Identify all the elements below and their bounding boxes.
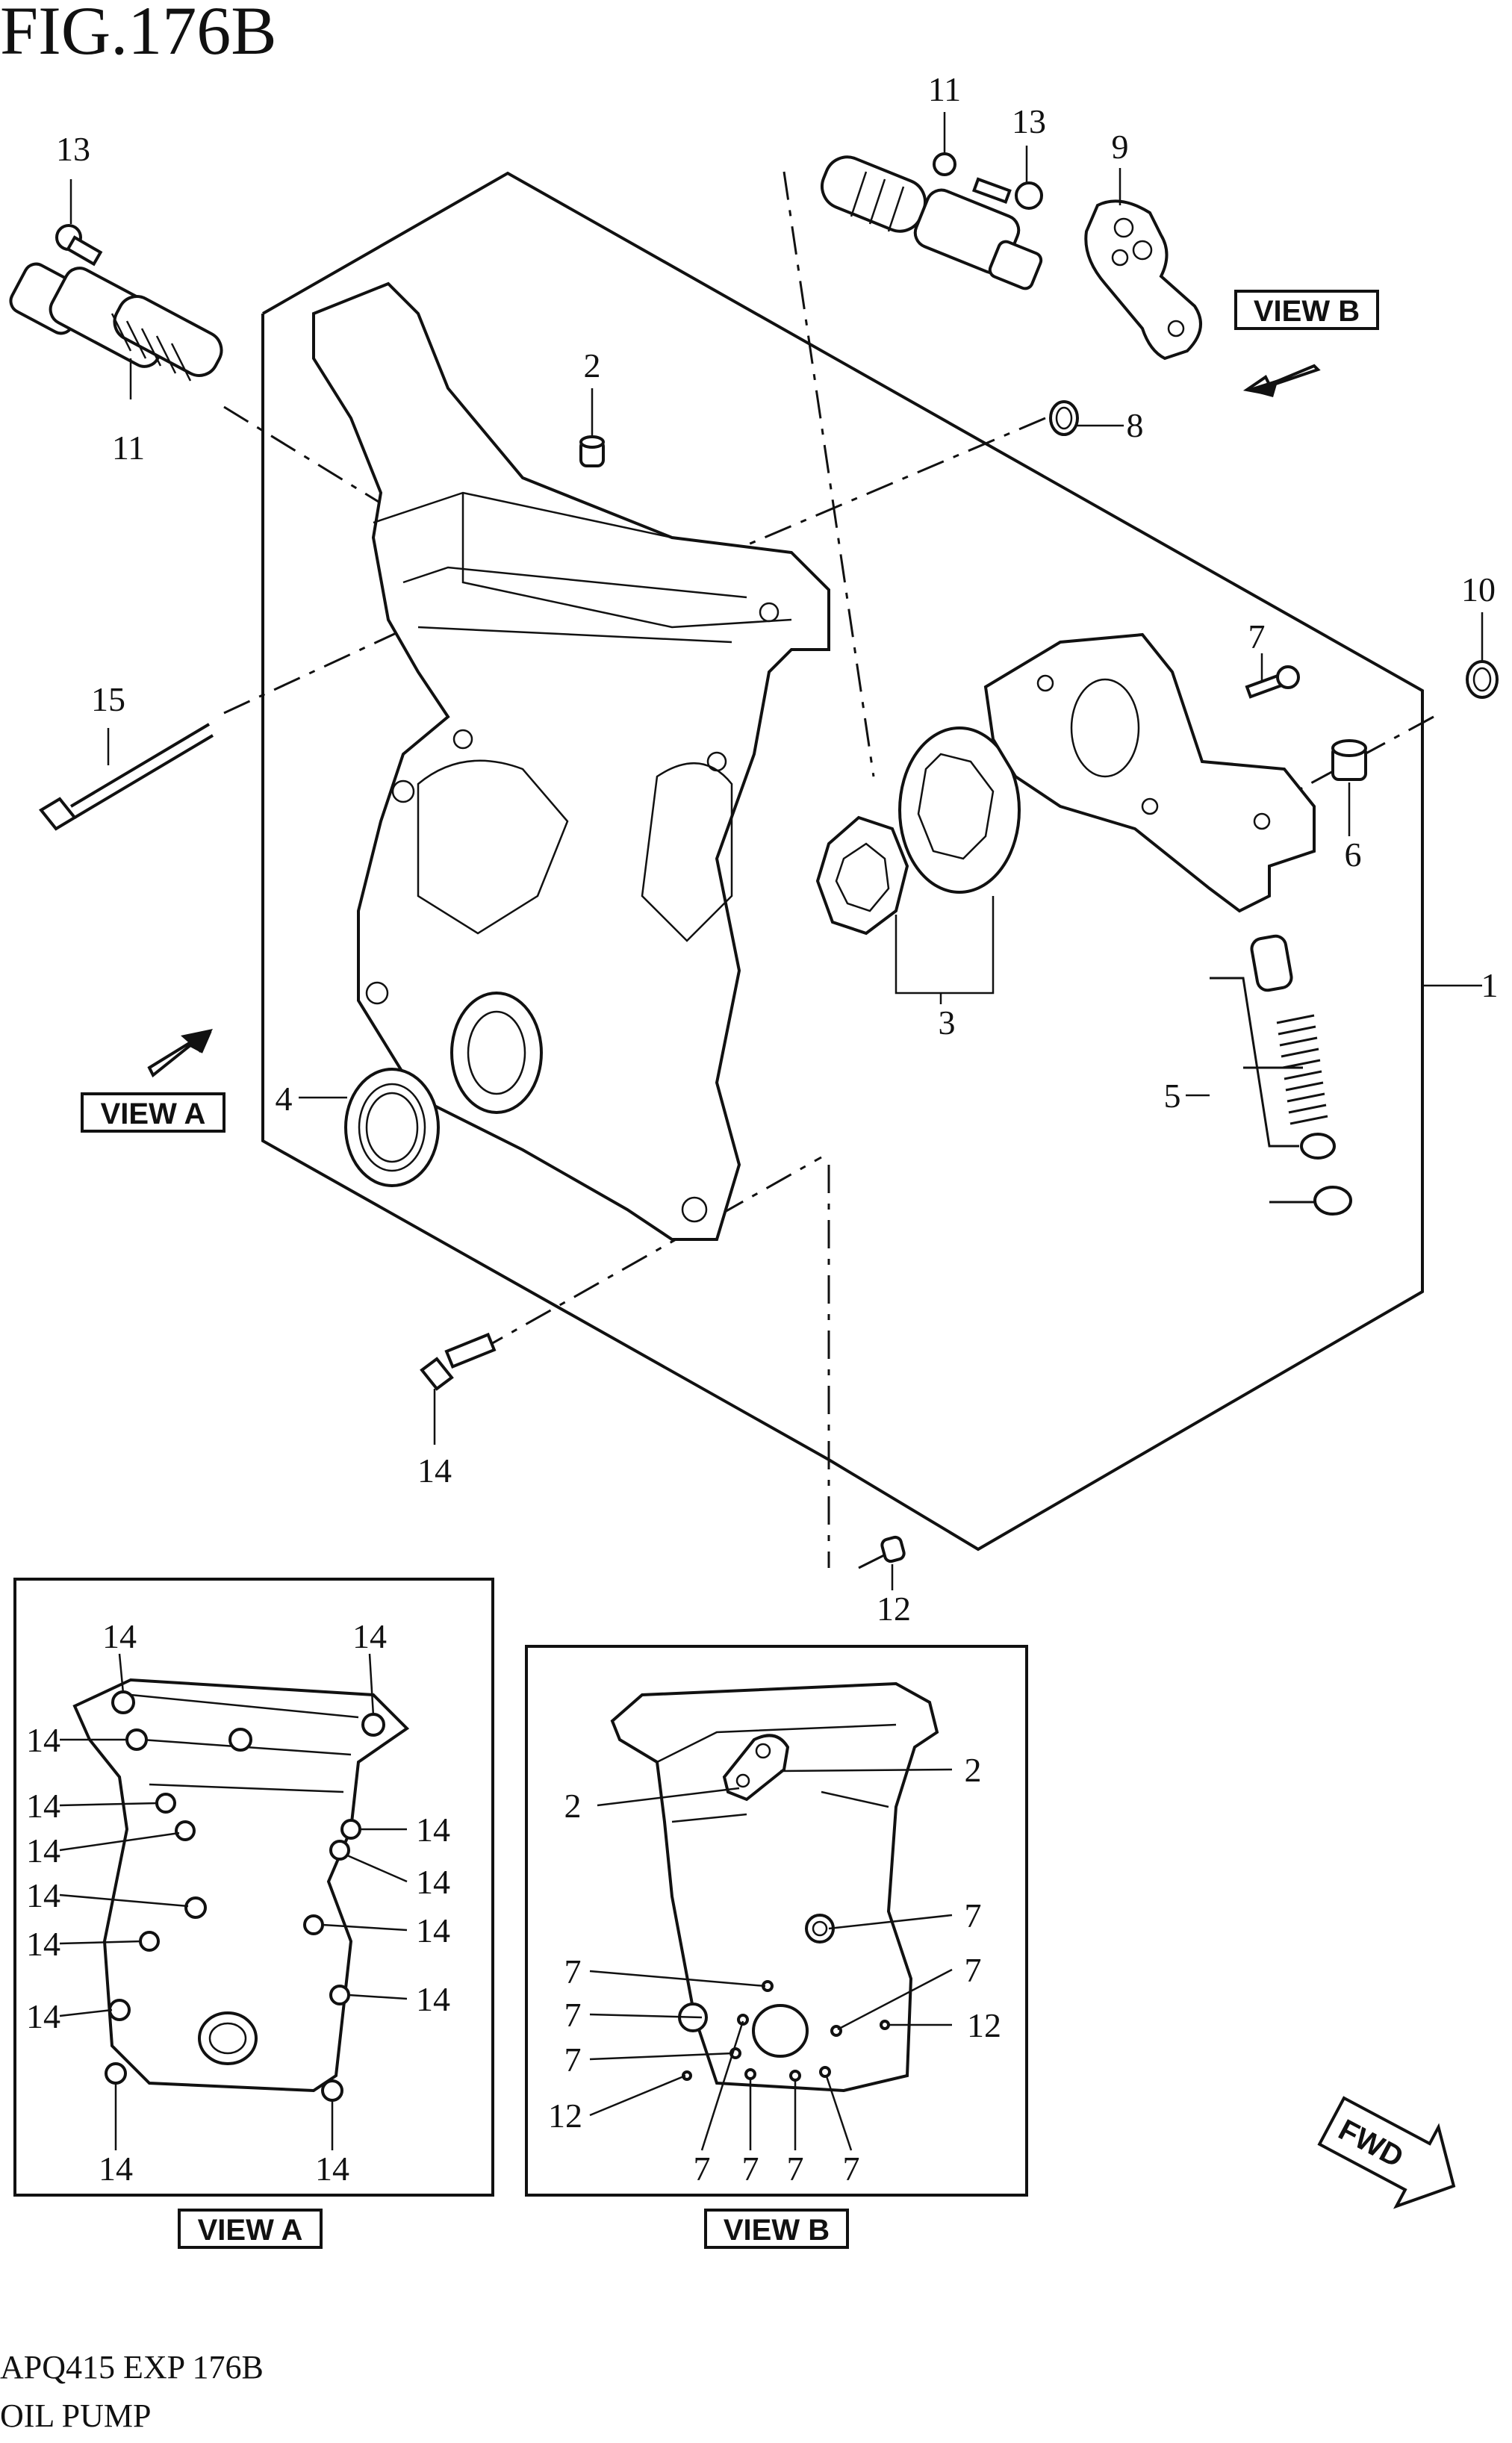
dowel-pin-2 bbox=[579, 435, 605, 467]
view-b-inset-badge: VIEW B bbox=[724, 2214, 830, 2247]
view-a-callout-8: 14 bbox=[26, 1997, 60, 2035]
bushing-6 bbox=[1331, 739, 1367, 781]
oil-seal-4 bbox=[344, 1068, 440, 1187]
view-a-callout-13: 14 bbox=[416, 1980, 450, 2018]
leader-lines bbox=[69, 112, 1484, 1590]
bolt-13-right bbox=[971, 177, 1043, 210]
timing-chain-cover bbox=[312, 281, 830, 1241]
view-a-callout-11: 14 bbox=[416, 1863, 450, 1901]
callout-10: 10 bbox=[1461, 570, 1496, 609]
bolt-15 bbox=[39, 723, 214, 831]
callout-13-right: 13 bbox=[1012, 102, 1046, 140]
callout-8: 8 bbox=[1127, 406, 1144, 444]
view-b-callout-8: 12 bbox=[967, 2006, 1001, 2044]
assembly-frame bbox=[261, 171, 1424, 1552]
view-a-callout-1: 14 bbox=[102, 1617, 137, 1655]
view-a-callout-12: 14 bbox=[416, 1911, 450, 1949]
view-a-inset-badge: VIEW A bbox=[198, 2214, 303, 2247]
footer-code: APQ415 EXP 176B bbox=[0, 2349, 264, 2386]
callout-1: 1 bbox=[1481, 966, 1499, 1004]
relief-valve-5 bbox=[1250, 934, 1352, 1216]
view-a-callout-2: 14 bbox=[352, 1617, 387, 1655]
view-a-callout-9: 14 bbox=[99, 2150, 133, 2188]
view-a-callout-5: 14 bbox=[26, 1832, 60, 1870]
callout-9: 9 bbox=[1112, 128, 1129, 166]
view-b-badge-text: VIEW B bbox=[1254, 295, 1360, 328]
view-a-badge-main: VIEW A bbox=[81, 1029, 225, 1133]
callout-11-left: 11 bbox=[112, 429, 145, 467]
callout-4: 4 bbox=[276, 1080, 293, 1118]
part5-bracket bbox=[1210, 977, 1299, 1148]
callout-14: 14 bbox=[417, 1451, 452, 1490]
view-a-inset: 14 14 14 14 14 14 14 14 14 14 14 14 14 1… bbox=[13, 1578, 494, 2249]
gasket-9 bbox=[1084, 199, 1202, 361]
view-b-callout-10: 7 bbox=[694, 2150, 711, 2188]
view-b-callout-6: 7 bbox=[564, 2041, 582, 2079]
callout-12: 12 bbox=[877, 1590, 911, 1628]
oil-pump-body-1 bbox=[983, 632, 1316, 913]
callout-13-left: 13 bbox=[56, 130, 90, 168]
view-a-callout-4: 14 bbox=[26, 1787, 60, 1825]
oil-control-valve-right bbox=[821, 152, 1043, 290]
view-a-badge-text: VIEW A bbox=[101, 1098, 206, 1130]
o-ring-10 bbox=[1466, 660, 1499, 699]
view-b-inset: 2 2 7 7 7 7 7 12 12 7 7 7 7 VIEW B bbox=[525, 1645, 1028, 2249]
view-b-callout-12: 7 bbox=[787, 2150, 804, 2188]
view-b-callout-13: 7 bbox=[843, 2150, 860, 2188]
view-a-callout-7: 14 bbox=[26, 1925, 60, 1963]
view-b-callout-5: 7 bbox=[564, 1996, 582, 2034]
bolt-7 bbox=[1245, 665, 1300, 699]
bolt-14 bbox=[420, 1332, 497, 1391]
view-b-callout-1: 2 bbox=[564, 1787, 582, 1825]
view-b-callout-11: 7 bbox=[742, 2150, 759, 2188]
view-b-badge-main: VIEW B bbox=[1234, 290, 1379, 397]
footer-name: OIL PUMP bbox=[0, 2397, 152, 2434]
callout-3: 3 bbox=[939, 1003, 956, 1042]
view-b-callout-9: 12 bbox=[548, 2097, 582, 2135]
view-b-callout-7: 7 bbox=[965, 1951, 982, 1989]
callout-7: 7 bbox=[1248, 617, 1266, 656]
view-b-callout-4: 7 bbox=[564, 1952, 582, 1991]
view-b-callout-2: 2 bbox=[965, 1751, 982, 1789]
fwd-arrow: FWD bbox=[1317, 2096, 1456, 2209]
dowel-12 bbox=[880, 1535, 906, 1563]
view-a-callout-14: 14 bbox=[315, 2150, 349, 2188]
o-ring-8 bbox=[1049, 400, 1079, 436]
callout-11-right: 11 bbox=[928, 70, 961, 108]
pump-rotors-3 bbox=[815, 726, 1021, 936]
figure-title: FIG.176B bbox=[0, 0, 277, 69]
callout-5: 5 bbox=[1164, 1077, 1181, 1115]
view-b-callout-3: 7 bbox=[965, 1896, 982, 1935]
main-callouts: 1 2 3 4 5 6 7 8 9 10 11 11 12 13 13 14 1… bbox=[56, 70, 1499, 1628]
view-a-callout-6: 14 bbox=[26, 1876, 60, 1914]
oil-control-valve-left bbox=[9, 262, 223, 382]
callout-15: 15 bbox=[91, 680, 125, 718]
callout-6: 6 bbox=[1345, 835, 1362, 874]
bolt-13-left bbox=[55, 224, 103, 267]
view-a-callout-3: 14 bbox=[26, 1721, 60, 1759]
callout-2: 2 bbox=[584, 346, 601, 385]
view-a-callout-10: 14 bbox=[416, 1811, 450, 1849]
